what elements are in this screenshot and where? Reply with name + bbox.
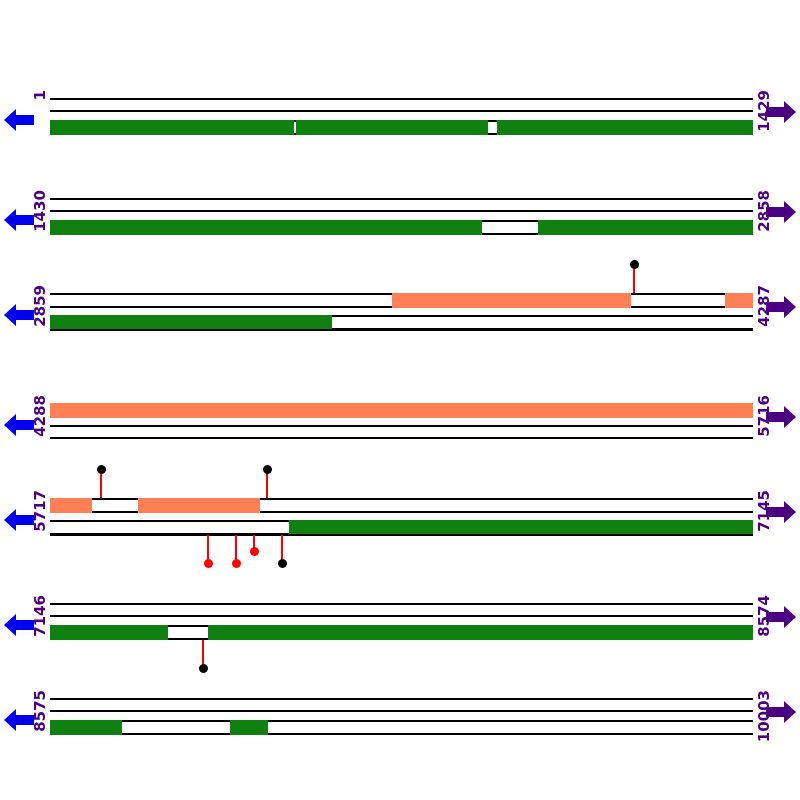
marker-head-red-icon (249, 547, 259, 556)
reading-frame-track (50, 293, 753, 308)
forward-orf-segment[interactable] (208, 625, 753, 640)
next-page-arrow[interactable] (764, 198, 798, 226)
reading-frame-track (50, 520, 753, 535)
start-coordinate-label: 2859 (31, 285, 49, 327)
previous-page-arrow[interactable] (2, 301, 36, 329)
reading-frame-line (50, 698, 753, 700)
end-coordinate-label: 2858 (755, 190, 773, 232)
forward-orf-segment[interactable] (538, 220, 753, 235)
start-coordinate-label: 1 (31, 90, 49, 101)
marker-head-black-icon (262, 465, 272, 474)
next-page-arrow[interactable] (764, 698, 798, 726)
forward-orf-segment[interactable] (289, 520, 753, 535)
reverse-orf-segment[interactable] (50, 403, 753, 418)
marker-head-red-icon (203, 559, 213, 568)
next-page-arrow[interactable] (764, 98, 798, 126)
reading-frame-line (50, 534, 753, 536)
reading-frame-line (50, 437, 753, 439)
end-coordinate-label: 5716 (755, 395, 773, 437)
forward-orf-segment[interactable] (296, 120, 488, 135)
reading-frame-line (50, 210, 753, 212)
previous-page-arrow[interactable] (2, 506, 36, 534)
reverse-orf-segment[interactable] (392, 293, 631, 308)
previous-page-arrow[interactable] (2, 106, 36, 134)
marker-head-black-icon (277, 559, 287, 568)
next-page-arrow[interactable] (764, 293, 798, 321)
previous-page-arrow[interactable] (2, 611, 36, 639)
end-coordinate-label: 4287 (755, 285, 773, 327)
end-coordinate-label: 7145 (755, 490, 773, 532)
start-coordinate-label: 4288 (31, 395, 49, 437)
next-page-arrow[interactable] (764, 498, 798, 526)
forward-orf-segment[interactable] (50, 720, 122, 735)
forward-orf-segment[interactable] (50, 625, 168, 640)
forward-orf-segment[interactable] (497, 120, 753, 135)
reading-frame-track (50, 720, 753, 735)
forward-orf-segment[interactable] (50, 220, 482, 235)
reading-frame-line (50, 110, 753, 112)
reading-frame-track (50, 315, 753, 330)
marker-head-black-icon (629, 260, 639, 269)
reverse-orf-segment[interactable] (50, 498, 92, 513)
previous-page-arrow[interactable] (2, 206, 36, 234)
reading-frame-track (50, 220, 753, 235)
forward-orf-segment[interactable] (50, 315, 332, 330)
reverse-orf-segment[interactable] (725, 293, 753, 308)
reading-frame-track (50, 120, 753, 135)
start-coordinate-label: 5717 (31, 490, 49, 532)
reading-frame-track (50, 625, 753, 640)
previous-page-arrow[interactable] (2, 411, 36, 439)
reading-frame-line (50, 329, 753, 331)
reading-frame-line (50, 425, 753, 427)
start-coordinate-label: 1430 (31, 190, 49, 232)
reading-frame-line (50, 98, 753, 100)
previous-page-arrow[interactable] (2, 706, 36, 734)
marker-head-black-icon (96, 465, 106, 474)
end-coordinate-label: 10003 (755, 690, 773, 743)
reading-frame-track (50, 498, 753, 513)
reverse-orf-segment[interactable] (138, 498, 260, 513)
marker-head-black-icon (198, 664, 208, 673)
reading-frame-line (50, 710, 753, 712)
end-coordinate-label: 1429 (755, 90, 773, 132)
reading-frame-track (50, 403, 753, 418)
forward-orf-segment[interactable] (50, 120, 294, 135)
reading-frame-line (50, 603, 753, 605)
start-coordinate-label: 7146 (31, 595, 49, 637)
next-page-arrow[interactable] (764, 403, 798, 431)
end-coordinate-label: 8574 (755, 595, 773, 637)
marker-head-red-icon (231, 559, 241, 568)
reading-frame-line (50, 615, 753, 617)
forward-orf-segment[interactable] (230, 720, 268, 735)
reading-frame-line (50, 198, 753, 200)
next-page-arrow[interactable] (764, 603, 798, 631)
start-coordinate-label: 8575 (31, 690, 49, 732)
